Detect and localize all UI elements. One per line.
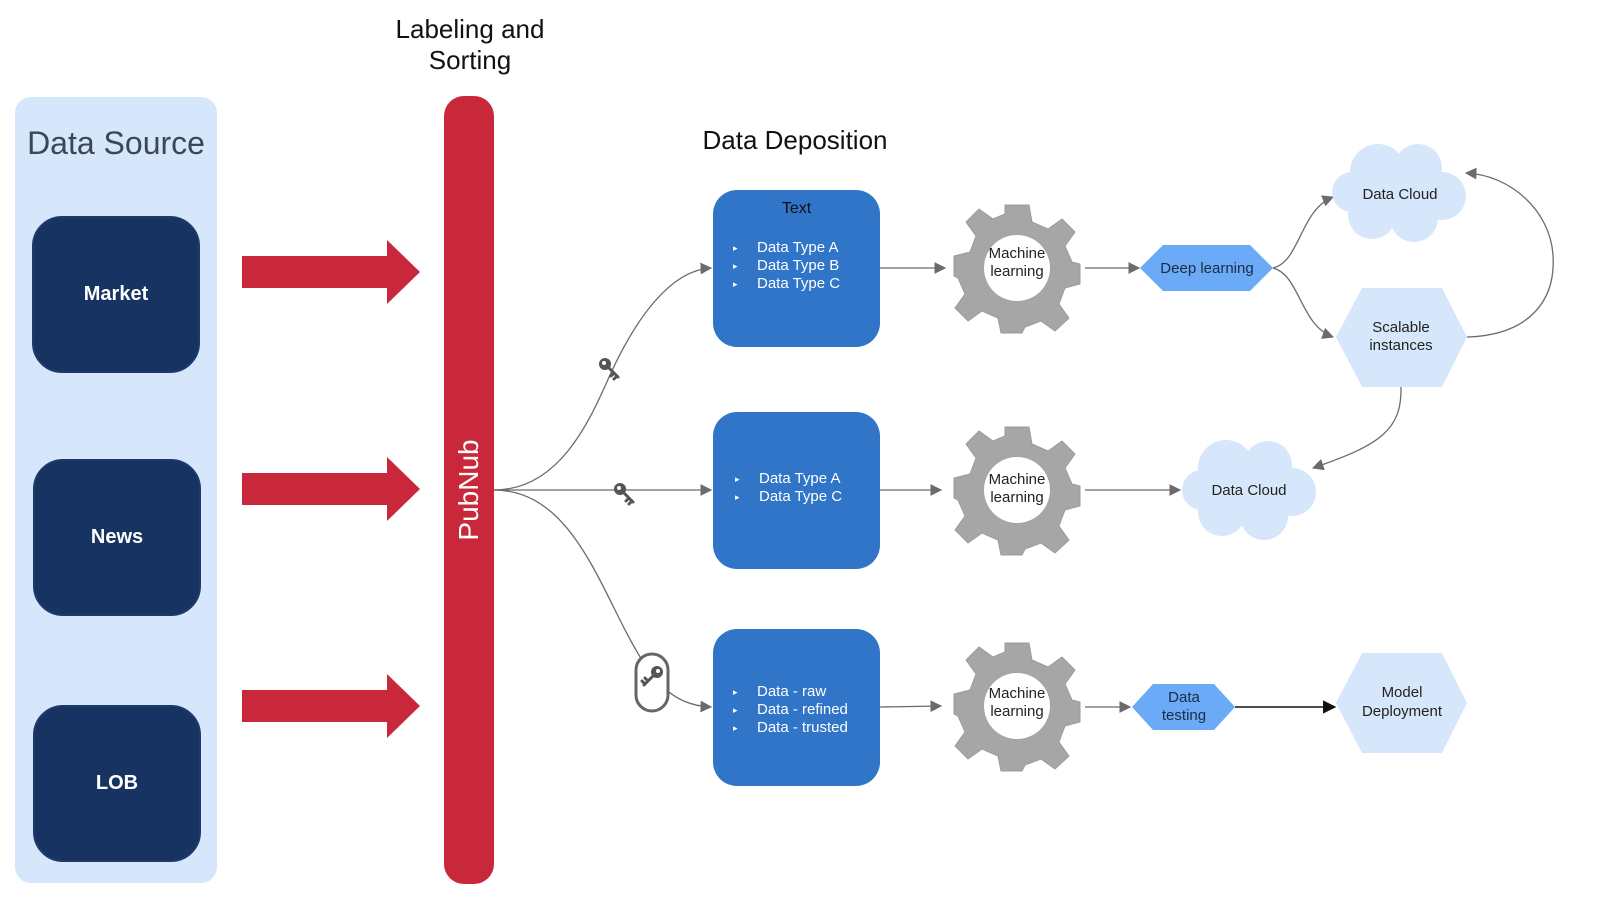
data-cloud-top-node: Data Cloud bbox=[1332, 144, 1466, 242]
deposition-title: Data Deposition bbox=[702, 125, 888, 155]
deep-learning-node: Deep learning bbox=[1140, 245, 1273, 291]
connector-bus-text bbox=[493, 262, 713, 491]
connector-scalable-cloud-loop bbox=[1464, 167, 1554, 338]
red-arrow-lob bbox=[242, 674, 420, 738]
list-item: Data - raw bbox=[733, 683, 848, 701]
red-arrow-market bbox=[242, 240, 420, 304]
data-testing-node: Data testing bbox=[1132, 684, 1235, 730]
source-market-box: Market bbox=[32, 216, 200, 373]
list-item: Data Type A bbox=[735, 470, 842, 488]
list-item: Data - refined bbox=[733, 701, 848, 719]
gear-label-line1: Machine bbox=[989, 685, 1046, 702]
list-item: Data Type B bbox=[733, 257, 840, 275]
red-arrow-news bbox=[242, 457, 420, 521]
scalable-label-line1: Scalable bbox=[1372, 319, 1430, 336]
labeling-title-line1: Labeling and bbox=[395, 14, 545, 44]
data-cloud-mid-label: Data Cloud bbox=[1211, 482, 1286, 499]
gear-label-line2: learning bbox=[990, 489, 1043, 506]
list-item: Data Type C bbox=[733, 275, 840, 293]
deposition-list: Data - raw Data - refined Data - trusted bbox=[733, 683, 848, 737]
data-cloud-top-label: Data Cloud bbox=[1362, 186, 1437, 203]
deposition-list: Data Type A Data Type B Data Type C bbox=[733, 239, 840, 293]
data-testing-label-line2: testing bbox=[1162, 707, 1206, 724]
data-source-title: Data Source bbox=[27, 125, 205, 161]
source-news-label: News bbox=[90, 526, 144, 548]
source-lob-box: LOB bbox=[33, 705, 201, 862]
locked-key-icon bbox=[634, 652, 670, 713]
source-lob-label: LOB bbox=[95, 772, 139, 794]
scalable-instances-node: Scalable instances bbox=[1336, 288, 1467, 387]
list-item: Data Type A bbox=[733, 239, 840, 257]
connector-deep-learning-cloud bbox=[1272, 195, 1335, 269]
data-cloud-mid-node: Data Cloud bbox=[1182, 440, 1316, 540]
list-item: Data - trusted bbox=[733, 719, 848, 737]
gear-label-line1: Machine bbox=[989, 245, 1046, 262]
source-news-box: News bbox=[33, 459, 201, 616]
connector-bus-quality bbox=[493, 489, 713, 713]
connector-scalable-data-cloud bbox=[1311, 386, 1402, 471]
deposition-box-title: Text bbox=[781, 200, 812, 217]
pubnub-bus bbox=[444, 96, 494, 884]
gear-label-line2: learning bbox=[990, 263, 1043, 280]
list-item: Data Type C bbox=[735, 488, 842, 506]
deposition-list: Data Type A Data Type C bbox=[735, 470, 842, 506]
deep-learning-label: Deep learning bbox=[1160, 260, 1253, 277]
key-icon bbox=[597, 356, 620, 381]
connector-deep-learning-scalable bbox=[1272, 267, 1335, 339]
scalable-label-line2: instances bbox=[1369, 337, 1432, 354]
connector-quality-gear bbox=[879, 700, 943, 713]
deposition-box-data-quality: Data - raw Data - refined Data - trusted bbox=[713, 629, 880, 786]
labeling-title-line2: Sorting bbox=[428, 45, 512, 75]
source-market-label: Market bbox=[83, 283, 149, 305]
deposition-box-text: Text Data Type A Data Type B Data Type C bbox=[713, 190, 880, 347]
labeling-title: Labeling and Sorting bbox=[370, 14, 570, 76]
gear-label-line1: Machine bbox=[989, 471, 1046, 488]
model-deployment-label-line1: Model bbox=[1382, 684, 1423, 701]
gear-label-line2: learning bbox=[990, 703, 1043, 720]
model-deployment-node: Model Deployment bbox=[1336, 653, 1467, 753]
key-icon bbox=[612, 481, 635, 506]
model-deployment-label-line2: Deployment bbox=[1362, 703, 1443, 720]
deposition-box-types: Data Type A Data Type C bbox=[713, 412, 880, 569]
data-testing-label-line1: Data bbox=[1168, 689, 1200, 706]
